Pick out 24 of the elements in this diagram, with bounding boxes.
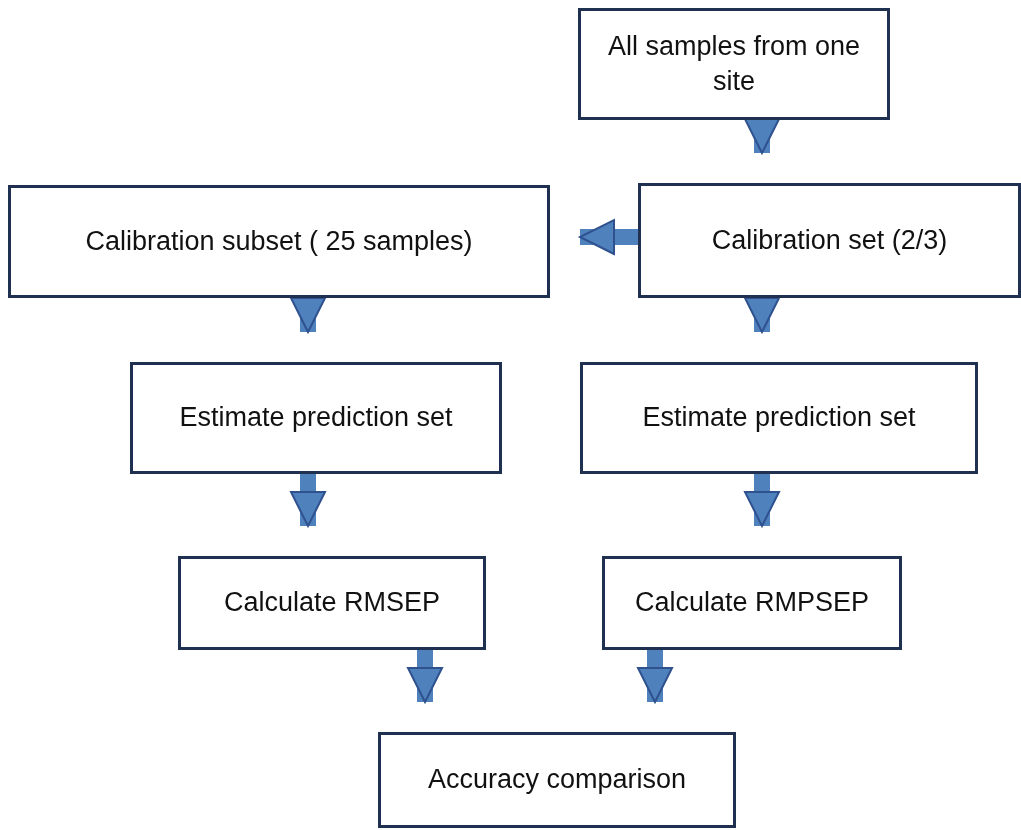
arrow: [290, 474, 326, 527]
box-label: Calculate RMSEP: [223, 586, 441, 620]
process-box: [602, 556, 902, 650]
process-box: [578, 8, 890, 120]
box-label: All samples from one site: [606, 29, 862, 98]
process-box: [8, 185, 550, 298]
process-box: [378, 732, 736, 828]
arrow: [579, 219, 638, 255]
box-label: Calculate RMPSEP: [634, 586, 870, 620]
arrow: [744, 474, 780, 527]
arrow: [744, 118, 780, 154]
box-label: Estimate prediction set: [179, 401, 453, 435]
arrow: [290, 297, 326, 333]
box-label: Accuracy comparison: [427, 763, 687, 797]
box-label: Calibration subset ( 25 samples): [85, 224, 473, 258]
arrow: [637, 650, 673, 703]
box-label: Calibration set (2/3): [711, 223, 948, 257]
process-box: [178, 556, 486, 650]
arrow: [744, 297, 780, 333]
arrow: [407, 650, 443, 703]
process-box: [638, 183, 1021, 298]
box-label: Estimate prediction set: [642, 401, 916, 435]
process-box: [130, 362, 502, 474]
process-box: [580, 362, 978, 474]
